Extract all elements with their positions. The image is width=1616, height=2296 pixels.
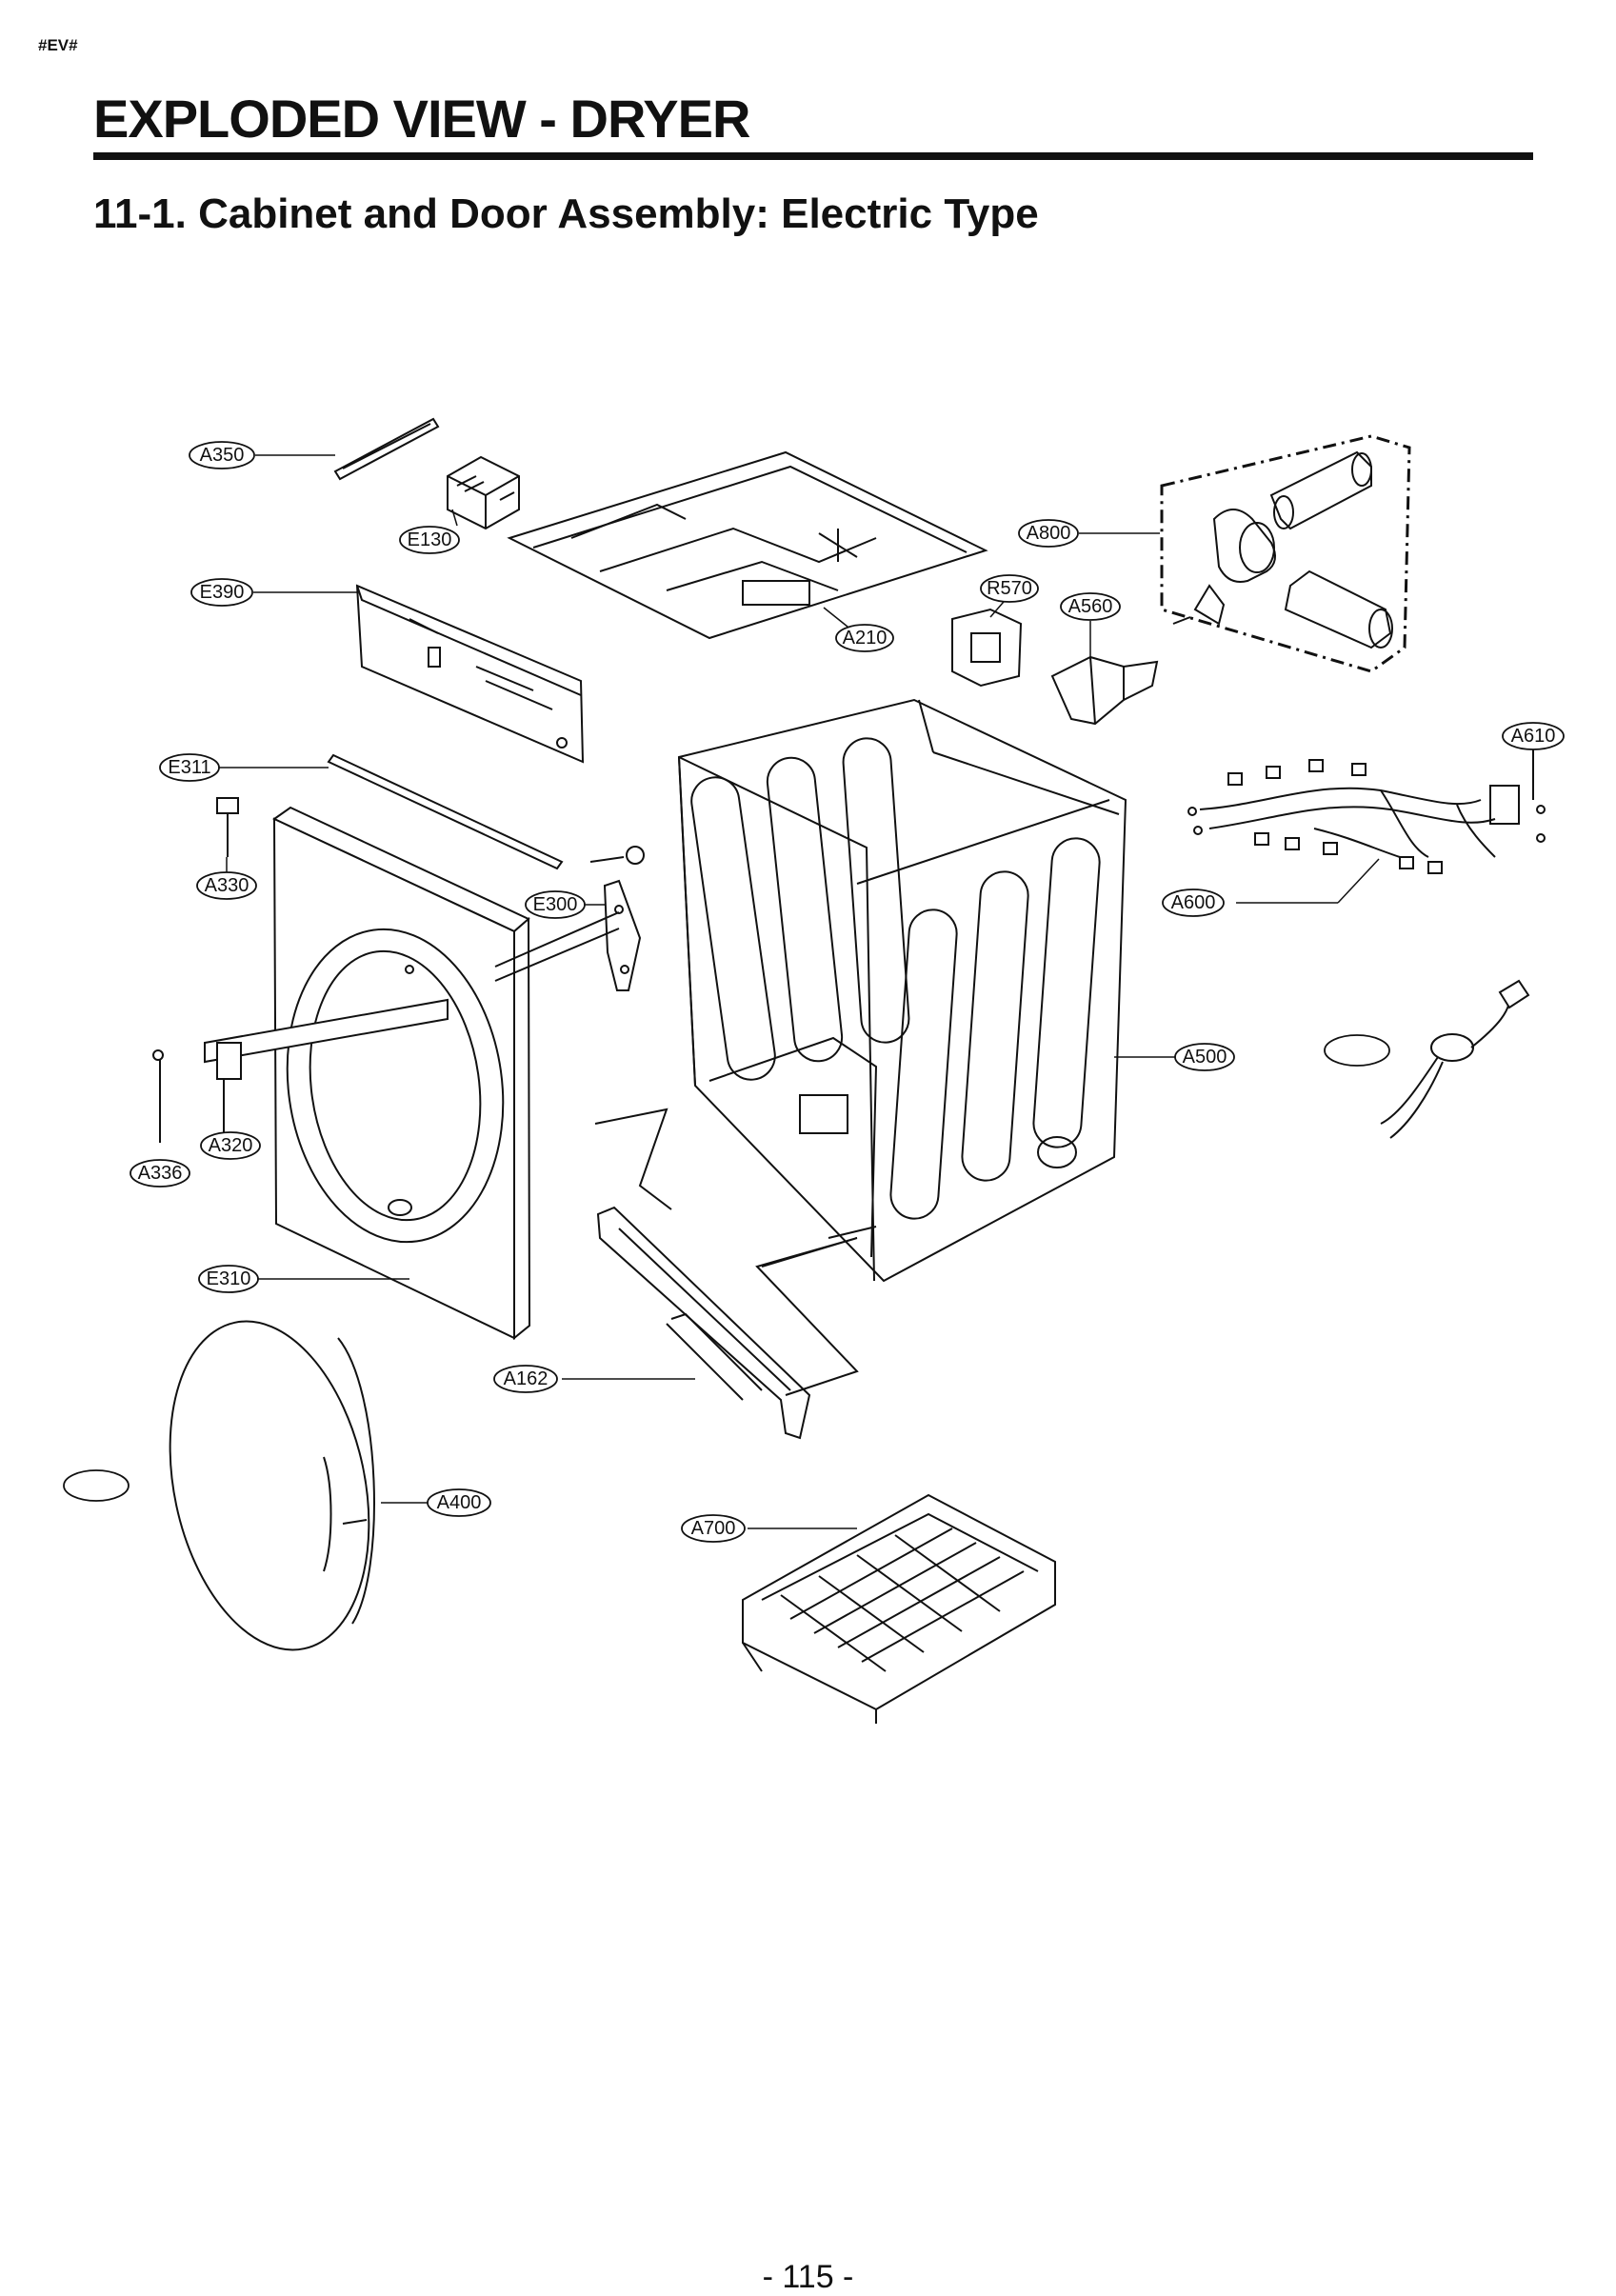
page-number: - 115 - [762,2259,854,2295]
part-power-cord [1380,979,1530,1139]
callout-a400: A400 [437,1492,482,1513]
part-a800-duct-kit [1160,434,1411,673]
callout-a600: A600 [1171,892,1216,913]
callout-e311: E311 [168,757,210,778]
callout-a330: A330 [205,875,249,896]
page-title: EXPLODED VIEW - DRYER [93,89,750,149]
callout-r570: R570 [987,578,1032,599]
callout-a560: A560 [1068,596,1113,617]
part-a350-strip [333,417,440,481]
callout-a320: A320 [209,1135,253,1156]
guide-line-center [828,1226,877,1239]
callout-e300: E300 [533,894,578,915]
part-a600-harness [1187,759,1496,874]
callout-balloons [63,441,1565,1543]
part-a210-top-plate [507,450,988,640]
part-r570-bracket [951,608,1023,688]
callout-a700: A700 [691,1518,736,1539]
part-a162-bracket [596,1206,811,1440]
callout-a336: A336 [138,1163,183,1184]
part-e300-latch [494,879,642,991]
callout-a162: A162 [504,1368,549,1389]
callout-a610: A610 [1511,726,1556,747]
part-a330-clip [216,797,239,857]
part-a560-duct [1050,655,1159,726]
document-tag: #EV# [38,36,78,54]
part-a610-terminal [1489,743,1546,843]
callout-e130: E130 [408,529,452,550]
part-a500-cabinet [677,698,1127,1283]
section-subtitle: 11-1. Cabinet and Door Assembly: Electri… [93,190,1039,237]
part-e311-strip [327,753,564,870]
title-rule [93,152,1533,160]
callout-a800: A800 [1027,523,1071,544]
guide-line-right [755,1237,859,1396]
part-a400-door [169,1320,375,1651]
callout-a500: A500 [1183,1047,1227,1068]
part-a700-rack [742,1493,1056,1724]
part-e390-bracket [355,584,585,764]
callout-e310: E310 [207,1268,251,1289]
part-roller [589,846,645,865]
callout-e390: E390 [200,582,245,603]
part-a320-hinge [152,998,449,1143]
guide-line-left [594,1108,672,1210]
callout-a350: A350 [200,445,245,466]
part-e130-box [447,455,520,530]
callout-a210: A210 [843,628,888,649]
part-e310-front-panel [272,806,531,1341]
